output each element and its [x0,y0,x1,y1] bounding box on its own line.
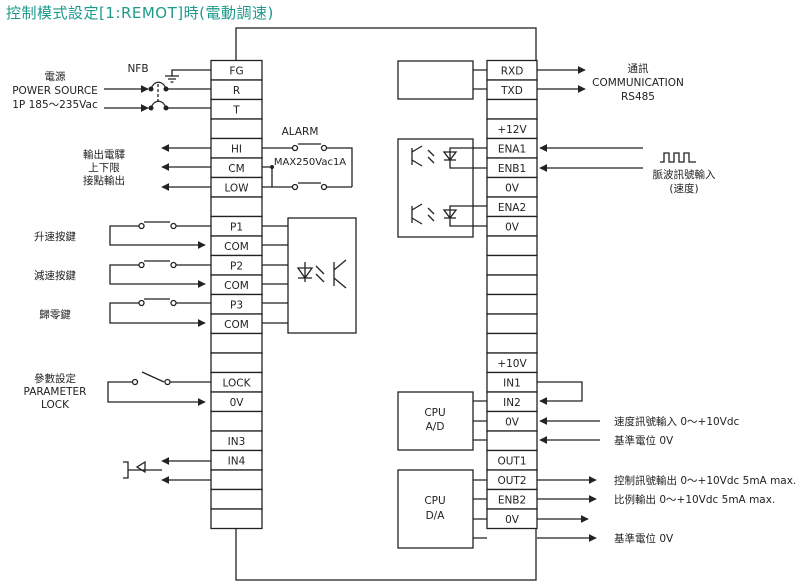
right-terminal-label: ENB2 [498,495,526,507]
left-terminal-label: 0V [230,397,245,409]
param-lock-label-2: PARAMETER [24,386,87,398]
up-key-label: 升速按鍵 [34,230,76,243]
left-terminal-cell [210,488,263,510]
left-terminal-label: IN4 [228,456,246,468]
comm-label-3: RS485 [621,91,655,103]
right-terminal-label: 0V [505,183,520,195]
left-terminal-label: LOW [224,183,249,195]
left-terminal-label: COM [224,319,249,331]
fg-wire [171,69,211,76]
right-terminal-label: OUT1 [497,456,526,468]
cpu-ad-label-1: CPU [424,407,445,419]
right-terminal-label: 0V [505,417,520,429]
pulse-wave-icon [660,152,696,163]
down-key-switch [109,260,211,288]
right-terminal-label: 0V [505,514,520,526]
up-key-switch [109,221,211,249]
left-terminal-cell [210,410,263,432]
power-label-2: POWER SOURCE [12,85,98,97]
right-terminal-cell [486,274,538,296]
power-label-3: 1P 185～235Vac [12,99,98,111]
plus10v-loop [537,381,583,405]
param-lock-label-1: 參數設定 [34,372,76,385]
cpu-ad-label-2: A/D [426,421,445,433]
right-terminal-label: TXD [500,85,523,97]
ref-label-1: 基準電位 0V [614,434,674,447]
right-terminal-label: ENB1 [498,163,526,175]
ground-icon [165,75,179,83]
nfb-label: NFB [127,63,148,75]
right-terminal-cell [486,313,538,335]
right-terminal-label: 0V [505,222,520,234]
left-terminal-cell [210,118,263,140]
right-terminal-cell [486,430,538,452]
right-terminal-label: RXD [501,66,524,78]
optocoupler-box [287,217,357,334]
left-terminal-label: P3 [230,300,243,312]
param-lock-switch [107,371,211,406]
right-terminal-label: IN2 [503,397,521,409]
left-terminal-label: P2 [230,261,243,273]
ratio-output-label: 比例輸出 0～+10Vdc 5mA max. [614,493,775,506]
pulse-opto-1-icon [411,145,458,167]
right-terminal-cell [486,235,538,257]
comm-label-2: COMMUNICATION [592,77,684,89]
left-terminal-label: FG [229,66,243,78]
left-terminal-cell [210,469,263,491]
left-terminal-label: P1 [230,222,243,234]
triangle-icon [135,460,146,474]
left-terminal-label: COM [224,241,249,253]
speed-input-label: 速度訊號輸入 0～+10Vdc [614,415,740,428]
zero-key-switch [109,298,211,327]
cpu-da-label-2: D/A [426,510,446,522]
cpu-da-box [397,469,474,549]
power-label-1: 電源 [45,70,66,83]
control-output-label: 控制訊號輸出 0～+10Vdc 5mA max. [614,474,796,487]
rs485-box [397,60,474,100]
cpu-da-label-1: CPU [424,495,445,507]
left-terminal-label: HI [231,144,242,156]
pulse-opto-box [397,138,474,238]
comm-label-1: 通訊 [628,62,649,75]
left-terminal-cell [210,508,263,530]
cpu-ad-box [397,391,474,451]
left-terminal-label: CM [228,163,244,175]
right-terminal-label: +10V [497,358,527,370]
down-key-label: 減速按鍵 [34,269,76,282]
right-terminal-label: IN1 [503,378,521,390]
left-terminal-cell [210,352,263,374]
right-terminal-label: +12V [497,124,527,136]
left-terminal-cell [210,332,263,354]
pulse-label-2: (速度) [669,182,698,195]
left-terminal-label: IN3 [228,436,246,448]
left-terminal-label: LOCK [223,378,252,390]
param-lock-label-3: LOCK [41,399,70,411]
right-terminal-label: ENA1 [498,144,526,156]
alarm-label: ALARM [282,126,319,138]
right-terminal-cell [486,254,538,276]
left-terminal-cell [210,196,263,218]
right-terminal-cell [486,332,538,354]
relay-output-label-3: 接點輸出 [83,174,125,187]
ref-label-2: 基準電位 0V [614,532,674,545]
left-terminal-label: R [233,85,240,97]
left-terminal-label: T [232,105,240,117]
optocoupler-icon [296,259,347,289]
relay-output-label-1: 輸出電驛 [83,148,125,161]
right-terminal-label: OUT2 [497,475,526,487]
max-rating-label: MAX250Vac1A [274,157,346,168]
right-terminal-label: ENA2 [498,202,526,214]
pulse-opto-2-icon [411,203,458,225]
zero-key-label: 歸零鍵 [39,308,71,321]
relay-output-label-2: 上下限 [88,162,120,174]
pulse-label-1: 脈波訊號輸入 [653,168,716,181]
right-terminal-cell [486,98,538,120]
page-title: 控制模式設定[1:REMOT]時(電動調速) [6,4,274,22]
right-terminal-cell [486,293,538,315]
left-terminal-label: COM [224,280,249,292]
